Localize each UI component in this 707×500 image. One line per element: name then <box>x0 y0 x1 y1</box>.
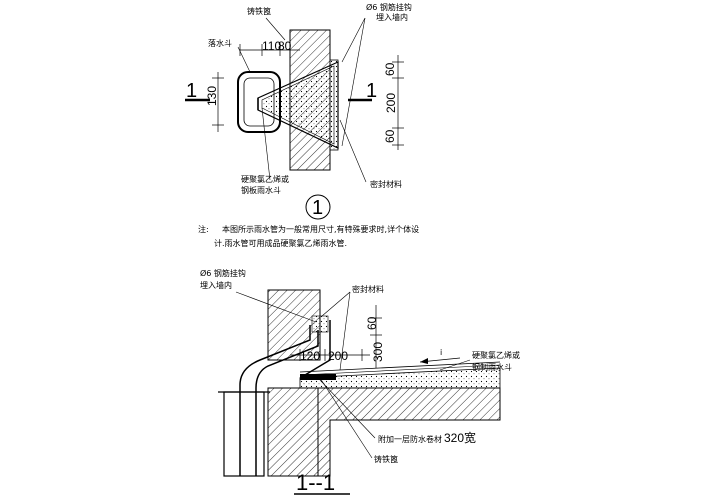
notes-prefix: 注: <box>198 224 209 234</box>
top-plan-detail: 110 80 130 1 1 60 200 60 铸铁篦 Ø6 钢筋挂钩 埋入墙… <box>185 2 412 220</box>
section-mark-right: 1 <box>366 80 377 102</box>
bottom-section-detail: 120 200 60 300 i Ø6 钢筋挂钩 埋入墙内 密封材料 硬聚氯乙烯… <box>200 268 520 495</box>
dim-right-60-top: 60 <box>383 62 397 76</box>
notes-line2: 计.雨水管可用成品硬聚氯乙烯雨水管. <box>214 238 347 248</box>
section-title: 1--1 <box>296 470 335 495</box>
bottom-outlet-pipe <box>239 325 311 476</box>
section-mark-left: 1 <box>186 80 197 102</box>
label-rebar-hook-bottom: Ø6 钢筋挂钩 <box>200 268 246 278</box>
dim-300: 300 <box>371 342 385 362</box>
bottom-screed <box>299 367 501 389</box>
notes-line1: 本图所示雨水管为一般常用尺寸,有特殊要求时,详个体设 <box>222 224 419 234</box>
label-pvc-funnel-bottom-2: 钢制雨水斗 <box>472 362 512 372</box>
dim-right-60-bot: 60 <box>383 129 397 143</box>
top-downpipe <box>237 71 281 133</box>
label-extra-membrane: 附加一层防水卷材 <box>378 434 442 444</box>
label-cast-iron-grate-top: 铸铁篦 <box>247 6 271 16</box>
dim-120: 120 <box>300 349 320 363</box>
detail-number-circle <box>305 194 331 220</box>
label-pvc-funnel-bottom: 硬聚氯乙烯或 <box>472 350 520 360</box>
dim-right-200: 200 <box>384 93 398 113</box>
label-extra-membrane-width: 320宽 <box>444 430 476 445</box>
label-cast-iron-grate-bottom: 铸铁篦 <box>374 454 398 464</box>
slope-label: i <box>440 348 442 357</box>
label-pvc-funnel-top-2: 钢板雨水斗 <box>241 185 281 195</box>
detail-number: 1 <box>312 197 323 219</box>
bottom-grate <box>300 374 336 380</box>
label-pvc-funnel-top: 硬聚氯乙烯或 <box>241 174 289 184</box>
bottom-lower-wall <box>267 387 319 477</box>
label-rebar-hook-top: Ø6 钢筋挂钩 <box>366 2 412 12</box>
notes: 注: 本图所示雨水管为一般常用尺寸,有特殊要求时,详个体设 计.雨水管可用成品硬… <box>198 224 419 248</box>
label-sealant-bottom: 密封材料 <box>352 284 384 294</box>
dim-top-80: 80 <box>278 39 292 53</box>
dim-left-130: 130 <box>205 86 219 106</box>
dim-60: 60 <box>365 316 379 330</box>
label-sealant-top: 密封材料 <box>370 179 402 189</box>
bottom-downpipe <box>223 391 265 477</box>
label-rebar-hook-top-2: 埋入墙内 <box>376 12 408 22</box>
bottom-sealant-block <box>311 315 329 333</box>
label-funnel-top: 落水斗 <box>208 38 232 48</box>
dim-top-110: 110 <box>262 39 281 53</box>
dim-200: 200 <box>328 349 348 363</box>
label-rebar-hook-bottom-2: 埋入墙内 <box>200 280 232 290</box>
